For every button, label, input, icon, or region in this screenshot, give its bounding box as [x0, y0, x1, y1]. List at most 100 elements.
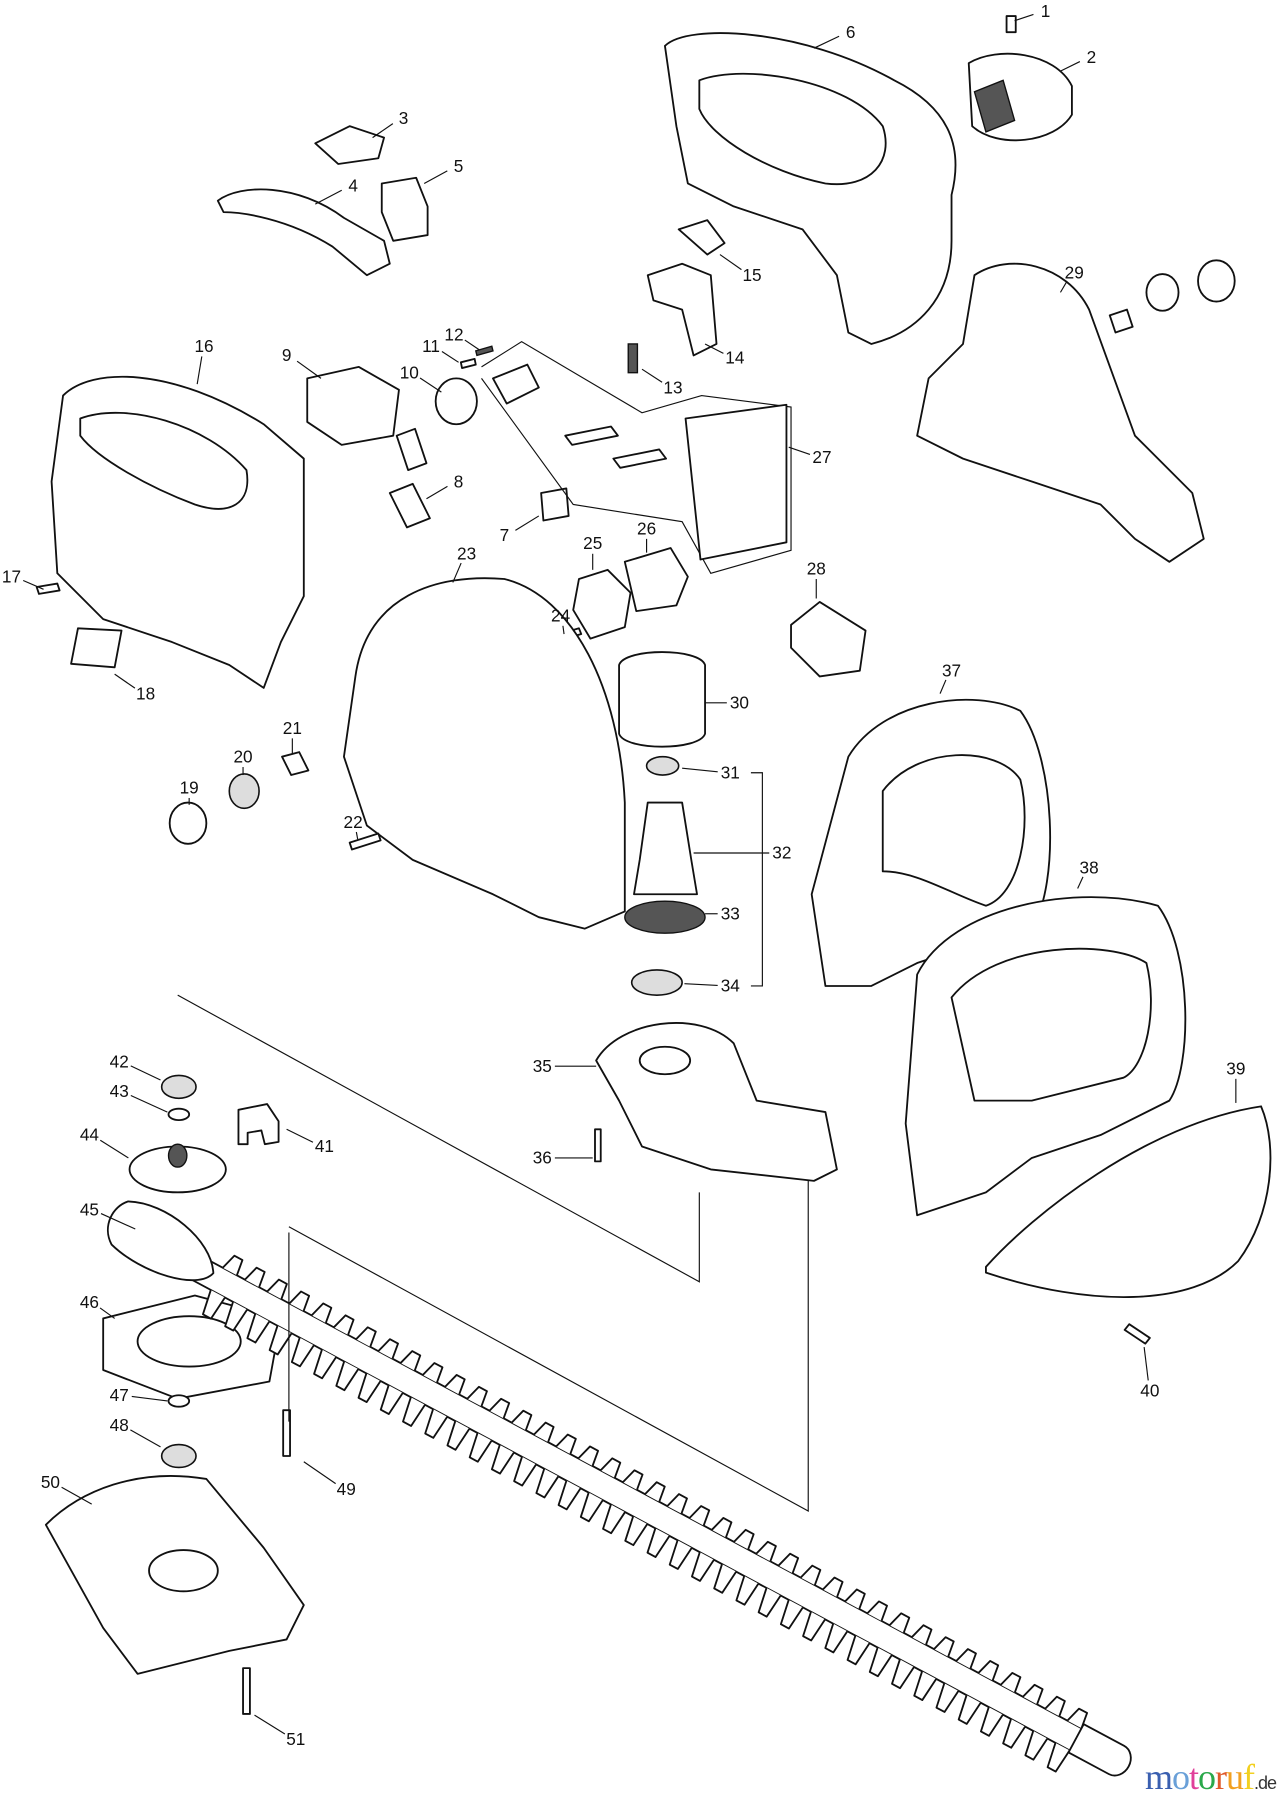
part-label-38: 38 — [1080, 858, 1099, 878]
part-label-34: 34 — [721, 976, 741, 996]
blade-tooth — [511, 1409, 533, 1431]
blade-tooth — [624, 1516, 649, 1547]
leader-line-43 — [130, 1094, 168, 1113]
blade-tooth — [1000, 1671, 1022, 1693]
blade-tooth — [202, 1289, 226, 1320]
left-housing-opening — [79, 411, 249, 510]
blade-tooth — [290, 1337, 315, 1368]
blade-tooth — [246, 1313, 271, 1344]
part-label-46: 46 — [80, 1292, 99, 1312]
holder-part-21 — [281, 751, 310, 776]
blade-tooth — [244, 1266, 266, 1288]
part-label-16: 16 — [195, 336, 214, 356]
part-label-3: 3 — [399, 108, 409, 128]
blade-tooth — [1066, 1707, 1089, 1729]
screw-part-51 — [242, 1667, 251, 1715]
blade-tooth — [777, 1552, 800, 1574]
leader-line-24 — [562, 625, 565, 635]
part-label-43: 43 — [110, 1081, 129, 1101]
lock-lever-part-3 — [314, 125, 385, 165]
blade-tooth — [799, 1564, 822, 1586]
part-label-35: 35 — [533, 1056, 552, 1076]
filter-part-27 — [684, 403, 788, 561]
blade-tooth — [557, 1480, 582, 1511]
blade-tooth — [688, 1505, 711, 1526]
blade-tooth — [402, 1396, 426, 1427]
blade-tooth — [602, 1504, 626, 1535]
leader-line-8 — [426, 485, 448, 500]
bearing-part-31 — [645, 755, 680, 776]
leader-line-34 — [684, 983, 718, 987]
blade-tooth — [888, 1612, 911, 1634]
blade-tooth — [622, 1469, 644, 1491]
blade-tooth — [490, 1444, 515, 1475]
blade-tooth — [824, 1623, 849, 1654]
part-label-33: 33 — [721, 903, 740, 923]
blade-tooth — [846, 1635, 871, 1666]
watermark-letter: m — [1144, 1757, 1173, 1797]
screw-part-17 — [35, 582, 61, 595]
blade-tooth — [288, 1290, 311, 1312]
blade-tooth — [933, 1636, 955, 1658]
blade-tooth — [599, 1457, 622, 1479]
blade-tooth — [1046, 1742, 1071, 1773]
blade-tooth — [310, 1302, 333, 1324]
blade-tooth — [1002, 1718, 1026, 1749]
blade-tooth — [357, 1373, 382, 1404]
blade-tooth — [1022, 1683, 1044, 1705]
part-label-12: 12 — [444, 325, 463, 345]
leader-line-37 — [939, 679, 947, 694]
blade-tooth — [577, 1445, 600, 1467]
leader-line-6 — [813, 35, 840, 49]
part-label-51: 51 — [286, 1729, 305, 1749]
blade-tooth — [268, 1325, 293, 1356]
screw-part-40 — [1123, 1323, 1151, 1345]
blade-tooth — [733, 1528, 755, 1550]
leader-line-11 — [441, 350, 459, 363]
gear-part-10 — [434, 377, 478, 426]
watermark-letter: o — [1171, 1757, 1190, 1797]
bearing-part-34 — [630, 969, 683, 996]
bearing-part-42 — [160, 1074, 197, 1100]
blade-tooth — [713, 1563, 737, 1594]
part-label-6: 6 — [846, 22, 856, 42]
part-label-5: 5 — [454, 156, 464, 176]
part-label-4: 4 — [348, 176, 358, 196]
vent-grille — [973, 79, 1016, 133]
gear-housing-part-35 — [595, 1022, 838, 1182]
leader-line-41 — [286, 1128, 314, 1143]
part-label-50: 50 — [41, 1472, 60, 1492]
leader-line-44 — [99, 1139, 129, 1159]
blade-tooth — [957, 1694, 982, 1725]
label-part-18 — [70, 627, 123, 669]
leader-line-10 — [419, 377, 442, 393]
part-label-44: 44 — [80, 1125, 100, 1145]
part-label-2: 2 — [1087, 47, 1097, 67]
blade-tooth — [913, 1671, 938, 1701]
part-label-1: 1 — [1041, 1, 1051, 21]
blade-tooth — [313, 1349, 337, 1380]
blade-tooth — [911, 1624, 933, 1646]
brush-holder-part-26 — [623, 547, 689, 613]
blade-tooth — [422, 1362, 444, 1383]
part-label-30: 30 — [730, 693, 749, 713]
blade-tooth — [802, 1611, 826, 1642]
brush-holder-part-25 — [572, 568, 632, 640]
blade-tooth — [424, 1408, 449, 1439]
part-label-40: 40 — [1140, 1380, 1159, 1400]
lever-part-15 — [677, 219, 726, 256]
blade-tooth — [755, 1540, 777, 1562]
part-label-14: 14 — [725, 347, 745, 367]
part-label-48: 48 — [110, 1415, 129, 1435]
blade-tooth — [555, 1433, 577, 1455]
part-label-39: 39 — [1226, 1058, 1245, 1078]
leader-line-45 — [100, 1213, 136, 1230]
nut-parts-29 — [1108, 259, 1236, 334]
blade-tooth — [513, 1456, 537, 1487]
guard-part-39 — [985, 1105, 1272, 1299]
leader-line-2 — [1060, 61, 1081, 72]
blade-tooth — [868, 1647, 893, 1678]
part-label-28: 28 — [807, 558, 826, 578]
leader-line-29 — [1059, 281, 1068, 293]
